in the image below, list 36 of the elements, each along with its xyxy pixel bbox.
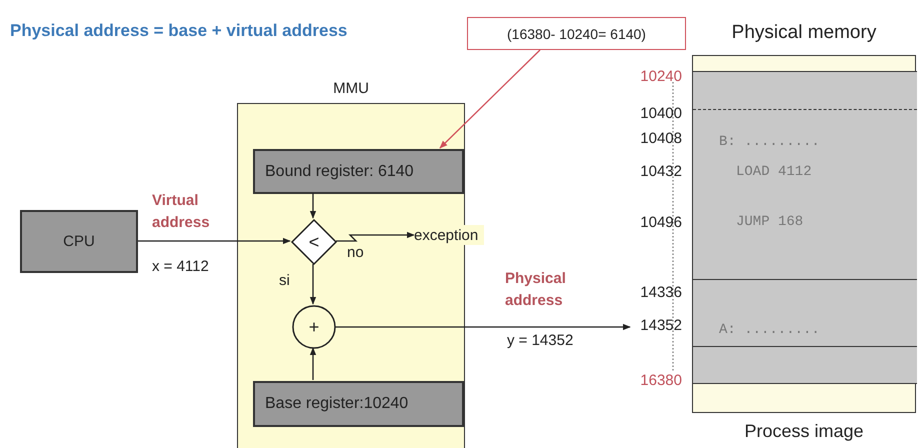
value-label: x = 4112 <box>152 257 209 277</box>
address-label: 14352 <box>630 317 682 337</box>
adder-circle: + <box>292 305 336 349</box>
code-line: JUMP 168 <box>736 214 804 230</box>
decision-diamond: < <box>291 219 337 265</box>
formula-box: (16380- 10240= 6140) <box>467 17 686 50</box>
address-label: 16380 <box>639 371 682 391</box>
arrow <box>310 347 316 380</box>
address-label: 10496 <box>639 213 682 233</box>
code-line: LOAD 4112 <box>736 164 812 180</box>
arrow <box>439 50 540 149</box>
address-label: 10240 <box>639 67 682 87</box>
edge-label: Virtual address <box>152 191 211 233</box>
output-label: exception <box>414 225 484 245</box>
address-label: 10408 <box>639 129 682 149</box>
memory-heading: Physical memory <box>730 22 878 44</box>
address-label: 14336 <box>639 283 682 303</box>
edge-label: no <box>347 243 364 263</box>
register-box: Bound register: 6140 <box>253 149 464 194</box>
value-label: y = 14352 <box>507 331 574 351</box>
address-label: 10400 <box>639 104 682 124</box>
edge-label: si <box>279 271 290 291</box>
edge-label: Physical address <box>505 269 567 311</box>
arrow <box>336 232 415 242</box>
code-line: B: ......... <box>719 134 820 150</box>
arrow <box>335 324 631 330</box>
process-box: CPU <box>20 210 138 273</box>
unit-heading: MMU <box>332 80 370 97</box>
arrow <box>138 238 291 244</box>
address-label: 10432 <box>639 162 682 182</box>
memory-caption: Process image <box>743 421 865 442</box>
arrow <box>310 264 316 305</box>
register-box: Base register:10240 <box>253 381 464 427</box>
diagram-title: Physical address = base + virtual address <box>10 21 348 41</box>
code-line: A: ......... <box>719 322 820 338</box>
arrow <box>310 193 316 219</box>
